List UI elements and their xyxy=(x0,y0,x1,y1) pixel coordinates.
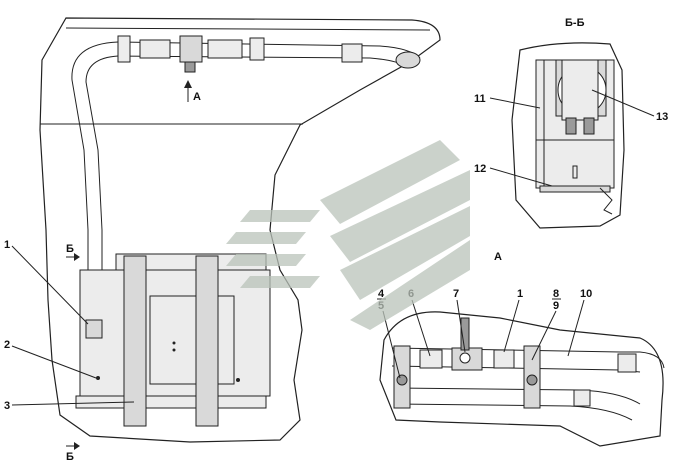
tank-bolt-2 xyxy=(236,378,240,382)
tank-strap-right xyxy=(195,255,219,427)
view-hose-upper-outer xyxy=(391,347,665,369)
callout-1: 1 xyxy=(4,239,10,251)
hose-clamp-2 xyxy=(139,39,171,59)
tank-left-bracket xyxy=(85,319,103,339)
view-hose-lower-outer xyxy=(395,387,641,405)
view-fitting-6 xyxy=(419,349,443,369)
hose-end-fitting xyxy=(341,43,363,63)
tank-bolt-3 xyxy=(172,341,176,345)
callout-12: 11 xyxy=(474,93,486,105)
watermark-logo xyxy=(226,140,470,330)
section-bracket xyxy=(599,187,613,215)
callout-view-7: 7 xyxy=(453,288,459,300)
section-marker-top-arrow xyxy=(74,253,80,261)
hose-valve-body xyxy=(179,35,203,63)
leader-view-6 xyxy=(411,299,431,357)
view-arrow-label: А xyxy=(193,91,201,103)
section-motor-foot-right xyxy=(583,117,595,135)
leader-12 xyxy=(489,97,541,109)
vertical-hose-outer xyxy=(71,41,119,320)
section-title: Б-Б xyxy=(565,17,585,29)
cab-roof-line xyxy=(65,27,431,31)
vertical-hose-inner xyxy=(85,55,119,320)
view-fitting-1 xyxy=(493,349,515,369)
section-base xyxy=(539,185,611,193)
view-hose-lower-inner xyxy=(395,403,633,421)
leader-view-89 xyxy=(531,310,557,361)
callout-view-1: 1 xyxy=(517,288,523,300)
hose-clamp-4 xyxy=(249,37,265,61)
view-hose-end xyxy=(617,353,637,373)
section-marker-bottom-arrow xyxy=(74,442,80,450)
leader-view-1 xyxy=(503,299,520,353)
hose-valve-stem xyxy=(184,61,196,73)
section-motor-foot-left xyxy=(565,117,577,135)
view-outline xyxy=(379,311,664,447)
section-marker-top-label: Б xyxy=(66,243,74,255)
leader-1 xyxy=(11,245,89,325)
hose-clamp-3 xyxy=(207,39,243,59)
callout-3: 3 xyxy=(4,400,10,412)
callout-13: 13 xyxy=(656,111,668,123)
tank-body xyxy=(79,269,271,397)
callout-view-8: 8 xyxy=(553,288,559,300)
main-body-outline xyxy=(39,17,441,443)
callout-view-4: 4 xyxy=(378,288,385,300)
tank-base-bar xyxy=(75,395,267,409)
section-sight-glass xyxy=(572,165,578,179)
callout-view-9: 9 xyxy=(553,300,559,312)
section-marker-bottom-label: Б xyxy=(66,451,74,463)
callout-2: 2 xyxy=(4,339,10,351)
hose-clamp-1 xyxy=(117,35,131,63)
leader-view-10 xyxy=(567,299,585,357)
section-outline xyxy=(511,42,625,229)
leader-11 xyxy=(489,167,553,187)
view-lower-fitting xyxy=(573,389,591,407)
tank-inner-panel xyxy=(149,295,235,385)
leader-3 xyxy=(11,401,135,406)
tank-bolt-4 xyxy=(172,348,176,352)
leader-13 xyxy=(591,89,655,117)
view-arrow-head xyxy=(184,80,192,88)
view-title: А xyxy=(494,251,502,263)
callout-11: 12 xyxy=(474,163,486,175)
leader-view-45 xyxy=(382,310,401,379)
tank-bolt-1 xyxy=(96,376,100,380)
leader-view-7 xyxy=(456,299,466,353)
callout-view-10: 10 xyxy=(580,288,592,300)
view-bracket-right-bolt xyxy=(526,374,538,386)
view-bracket-left-bolt xyxy=(396,374,408,386)
leader-2 xyxy=(11,345,97,379)
hose-end-cap xyxy=(395,51,421,69)
tank-strap-left xyxy=(123,255,147,427)
view-valve-ball xyxy=(459,352,471,364)
